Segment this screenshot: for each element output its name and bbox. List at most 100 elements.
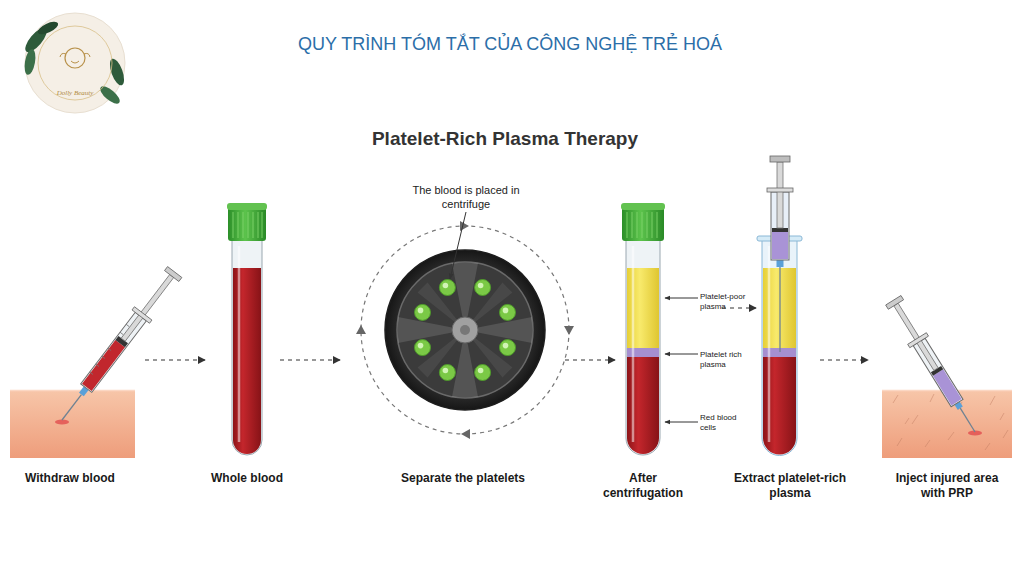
callout-label: Red blood cells <box>700 413 745 433</box>
rotation-arrow <box>564 326 574 335</box>
sample-tube <box>439 365 455 381</box>
process-step: Inject injured area with PRP <box>868 195 1015 505</box>
tube-glass <box>626 240 660 455</box>
logo-leaf <box>23 48 37 75</box>
syringe <box>53 265 183 426</box>
step-caption: Inject injured area with PRP <box>887 471 1007 501</box>
sample-tube <box>415 304 431 320</box>
syringe-thumb <box>886 296 904 310</box>
rotor-hub <box>452 317 478 343</box>
syringe-ticks <box>90 324 130 374</box>
syringe-needle <box>779 267 780 352</box>
logo-leaf <box>98 83 123 106</box>
page-title: QUY TRÌNH TÓM TẮT CỦA CÔNG NGHỆ TRẺ HOÁ <box>140 33 880 55</box>
logo-text: Dolly Beauty <box>35 89 115 97</box>
puncture-mark <box>55 420 69 425</box>
syringe-blood <box>82 340 125 391</box>
diagram-heading: Platelet-Rich Plasma Therapy <box>285 127 725 150</box>
rotation-arrow <box>461 429 470 439</box>
logo-leaf <box>107 57 127 87</box>
syringe-thumb <box>770 156 790 162</box>
cap-ridges <box>627 212 657 238</box>
step-caption: Separate the platelets <box>378 471 548 486</box>
glass-highlight <box>768 246 771 442</box>
syringe-stopper <box>772 228 788 232</box>
step-caption: Extract platelet-rich plasma <box>723 471 858 501</box>
blood-tube <box>227 203 267 455</box>
tube-highlight <box>418 308 424 314</box>
flow-arrow <box>722 307 756 308</box>
flow-arrow <box>280 359 340 360</box>
flow-arrow <box>820 359 868 360</box>
glass-highlight <box>632 246 635 442</box>
leader-line <box>665 298 698 299</box>
sample-tube <box>439 280 455 296</box>
leader-line <box>450 212 466 279</box>
syringe-needle <box>62 395 81 420</box>
centrifuge-body <box>385 250 545 410</box>
sample-tube <box>475 365 491 381</box>
syringe-flange <box>132 307 152 324</box>
logo-emblem <box>65 48 85 68</box>
process-step: Separate the platelets <box>340 215 565 505</box>
logo-emblem <box>60 53 90 63</box>
tube-highlight <box>503 343 509 349</box>
centrifuge <box>356 212 574 439</box>
syringe-prp <box>933 369 962 405</box>
logo-disc <box>25 13 125 113</box>
cap-ridges <box>233 212 262 238</box>
tube-cap <box>227 203 267 210</box>
connector-group <box>145 308 868 360</box>
syringe-prp <box>772 232 788 259</box>
sample-tube <box>475 280 491 296</box>
syringe <box>767 156 793 352</box>
glass-highlight <box>238 246 241 442</box>
step-caption: After centrifugation <box>596 471 691 501</box>
tube-glass <box>232 240 262 455</box>
syringe-rod <box>894 303 938 370</box>
sample-tube <box>500 304 516 320</box>
skin-edge <box>10 390 135 392</box>
tube-highlight <box>443 283 449 289</box>
extraction-tube <box>757 236 802 456</box>
callout-label: Platelet rich plasma <box>700 350 755 370</box>
leader-line <box>665 422 698 423</box>
tube-cap <box>228 207 266 241</box>
tube-highlight <box>478 283 484 289</box>
syringe <box>884 294 984 437</box>
tube-glass <box>762 240 797 456</box>
leader-line <box>665 354 698 355</box>
separated-tube <box>621 203 698 455</box>
step-caption: Whole blood <box>197 471 297 486</box>
logo-ring <box>38 26 112 100</box>
rotation-arrow <box>356 325 366 334</box>
tube-highlight <box>418 343 424 349</box>
sample-tube <box>415 340 431 356</box>
syringe-flange <box>908 333 929 348</box>
step-caption: Withdraw blood <box>10 471 130 486</box>
syringe-needle <box>960 408 975 432</box>
flow-arrow <box>565 359 615 360</box>
syringe-rod <box>777 162 783 228</box>
centrifuge-rotor <box>397 262 533 398</box>
sample-tubes <box>415 280 516 381</box>
rotor-hub <box>460 325 470 335</box>
logo-leaf <box>36 19 60 36</box>
brand-logo <box>22 13 127 113</box>
flow-arrow <box>145 359 205 360</box>
sample-tube <box>500 340 516 356</box>
skin-surface <box>10 390 135 458</box>
process-step: Withdraw blood <box>5 195 145 505</box>
tube-cap <box>622 207 664 241</box>
syringe-rod <box>121 275 173 342</box>
syringe-flange <box>767 188 793 192</box>
syringe-hub <box>777 260 784 267</box>
process-step: Extract platelet-rich plasma <box>756 150 820 505</box>
tube-highlight <box>443 368 449 374</box>
callout-label: Platelet-poor plasma <box>700 292 760 312</box>
tube-highlight <box>478 368 484 374</box>
tube-cap <box>621 203 665 210</box>
syringe-thumb <box>165 267 182 282</box>
tube-highlight <box>503 308 509 314</box>
